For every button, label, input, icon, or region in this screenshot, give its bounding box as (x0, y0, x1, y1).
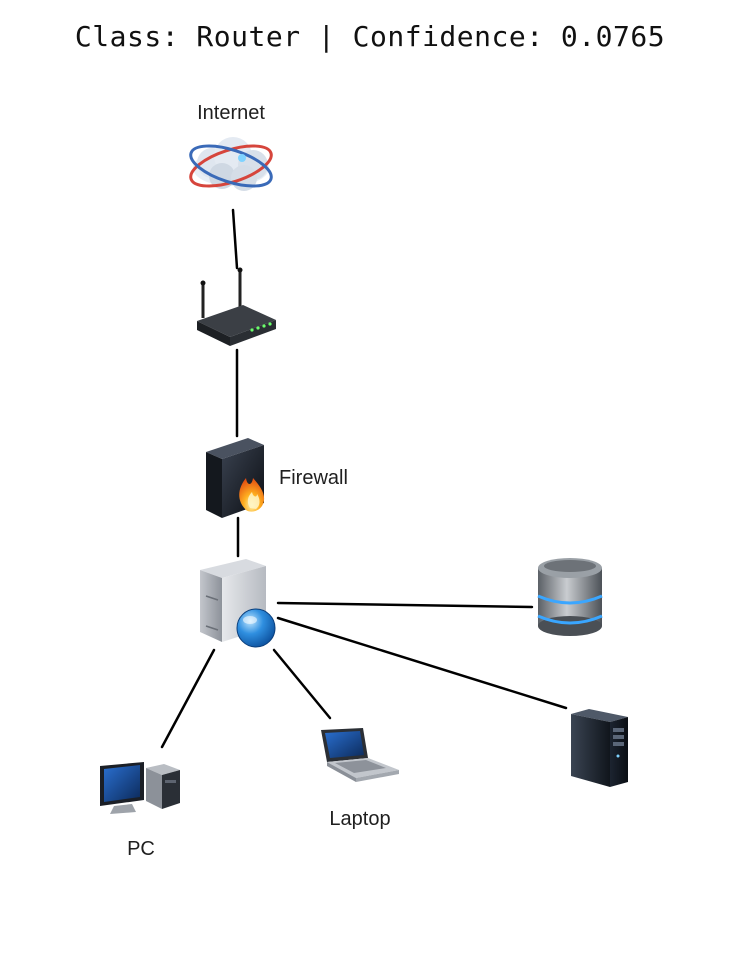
link-server-pc (160, 648, 216, 749)
node-router (197, 267, 276, 346)
database-icon (537, 558, 603, 636)
desktop-pc-icon (100, 762, 180, 814)
link-internet-router (231, 208, 239, 270)
page-title: Class: Router | Confidence: 0.0765 (74, 20, 666, 53)
server-icon (200, 559, 276, 648)
router-icon (197, 267, 276, 346)
node-internet: Internet (189, 102, 273, 191)
laptop-icon (321, 728, 399, 782)
globe-icon (236, 608, 276, 648)
node-tower (571, 709, 628, 787)
node-firewall: Firewall (206, 438, 348, 518)
node-pc: PC (100, 762, 180, 860)
node-database (537, 558, 603, 636)
link-server-database (276, 601, 534, 609)
firewall-icon (206, 438, 265, 518)
node-server (200, 559, 276, 648)
laptop-label: Laptop (329, 808, 390, 830)
node-laptop: Laptop (321, 728, 399, 830)
tower-server-icon (571, 709, 628, 787)
firewall-label: Firewall (279, 467, 348, 489)
link-server-tower (276, 616, 568, 710)
internet-label: Internet (197, 102, 265, 124)
link-server-laptop (272, 648, 332, 720)
connections (160, 208, 568, 749)
cloud-icon (189, 137, 273, 191)
pc-label: PC (127, 838, 155, 860)
